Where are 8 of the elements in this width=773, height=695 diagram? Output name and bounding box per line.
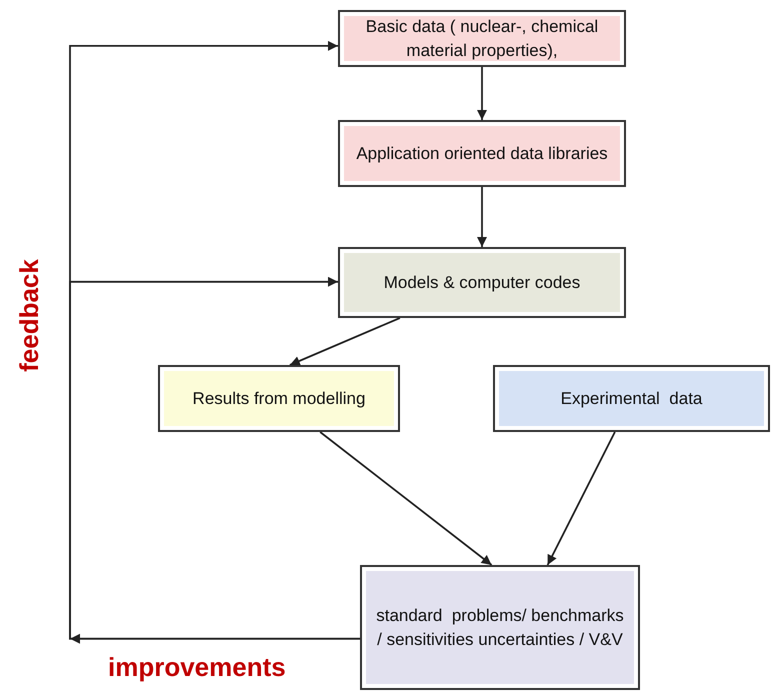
process-box: standard problems/ benchmarks / sensitivities uncertainties / V&V (360, 565, 640, 690)
vertical-label: feedback (14, 259, 45, 372)
process-box: Basic data ( nuclear-, chemical material properties), (338, 10, 626, 67)
process-box: Experimental data (493, 365, 770, 432)
process-box: Models & computer codes (338, 247, 626, 318)
process-box: Application oriented data libraries (338, 120, 626, 187)
process-box: Results from modelling (158, 365, 400, 432)
annotation-label: improvements (108, 652, 286, 683)
